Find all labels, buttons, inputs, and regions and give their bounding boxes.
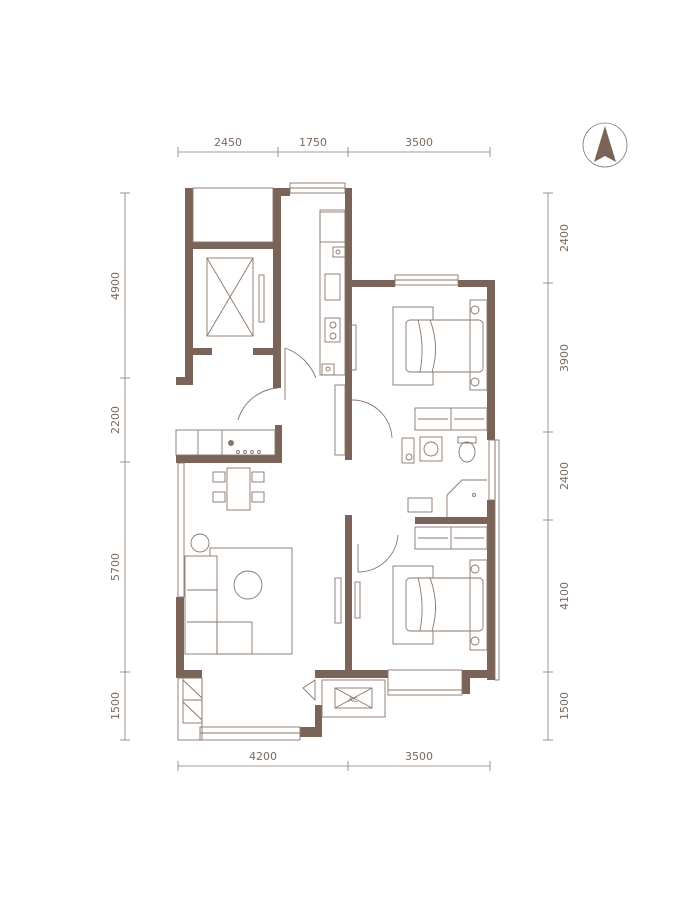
bed-second bbox=[392, 526, 488, 651]
dimension-left: 4900 2200 5700 1500 bbox=[109, 192, 130, 741]
dim-left-4: 1500 bbox=[109, 692, 122, 720]
dim-right-5: 1500 bbox=[558, 692, 571, 720]
dim-left-3: 5700 bbox=[109, 553, 122, 581]
ac-label: AC bbox=[348, 696, 358, 704]
sofa-set bbox=[184, 533, 293, 655]
dim-bottom-1: 4200 bbox=[249, 750, 277, 763]
dim-top-3: 3500 bbox=[405, 136, 433, 149]
north-arrow-icon bbox=[582, 122, 628, 168]
kitchen-counter bbox=[175, 209, 346, 456]
dining-table bbox=[212, 467, 265, 511]
dim-right-2: 3900 bbox=[558, 344, 571, 372]
dim-right-1: 2400 bbox=[558, 224, 571, 252]
dim-right-3: 2400 bbox=[558, 462, 571, 490]
bathroom-fixtures bbox=[401, 436, 487, 517]
dim-left-1: 4900 bbox=[109, 272, 122, 300]
bed-master bbox=[392, 299, 488, 431]
walls bbox=[176, 188, 495, 737]
dim-left-2: 2200 bbox=[109, 406, 122, 434]
dim-right-4: 4100 bbox=[558, 582, 571, 610]
dim-top-1: 2450 bbox=[214, 136, 242, 149]
dimension-right: 2400 3900 2400 4100 1500 bbox=[543, 192, 571, 741]
storage-cabinet bbox=[182, 677, 203, 724]
dim-bottom-2: 3500 bbox=[405, 750, 433, 763]
dim-top-2: 1750 bbox=[299, 136, 327, 149]
dimension-bottom: 4200 3500 bbox=[177, 750, 491, 771]
dimension-top: 2450 1750 3500 bbox=[177, 136, 491, 157]
windows bbox=[177, 182, 500, 741]
ac-unit: AC bbox=[321, 679, 386, 718]
elevator-icon bbox=[206, 257, 265, 337]
doors bbox=[237, 324, 399, 702]
